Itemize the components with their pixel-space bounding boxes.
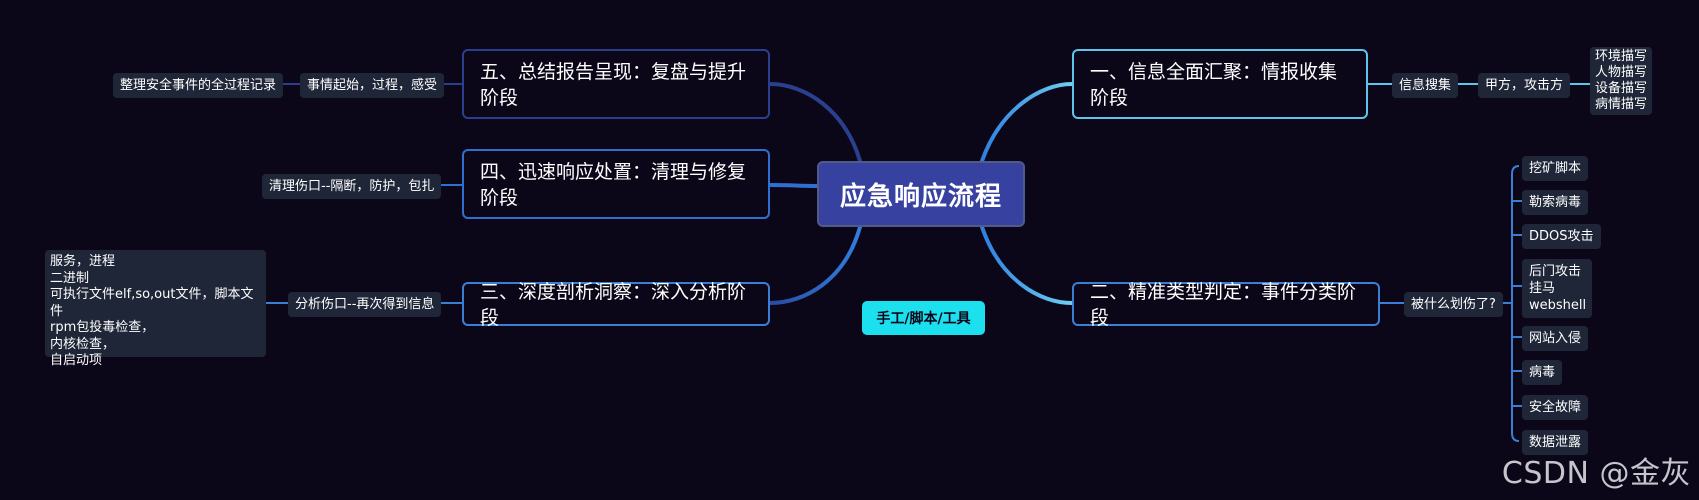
branch-analysis[interactable]: 三、深度剖析洞察：深入分析阶段: [462, 281, 770, 329]
leaf-trojan: 挂马: [1529, 281, 1556, 296]
link-root-b5: [768, 82, 862, 163]
branch-collection[interactable]: 一、信息全面汇聚：情报收集阶段: [1072, 49, 1368, 119]
leaf-people: 人物描写: [1594, 65, 1647, 80]
watermark: CSDN @金灰: [1501, 456, 1691, 491]
branch-summary[interactable]: 五、总结报告呈现：复盘与提升阶段: [462, 49, 770, 119]
b5-record[interactable]: 整理安全事件的全过程记录: [113, 73, 284, 98]
branch-analysis-label: 三、深度剖析洞察：深入分析阶段: [480, 280, 747, 329]
branch-collection-label: 一、信息全面汇聚：情报收集阶段: [1090, 60, 1338, 109]
leaf-ransomware[interactable]: 勒索病毒: [1522, 190, 1589, 215]
b3-detail-list[interactable]: 服务，进程 二进制 可执行文件elf,so,out文件，脚本文件 rpm包投毒检…: [45, 250, 266, 368]
b3-sub-analyze[interactable]: 分析伤口--再次得到信息: [288, 292, 442, 317]
leaf-ddos[interactable]: DDOS攻击: [1522, 224, 1601, 249]
branch-summary-label: 五、总结报告呈现：复盘与提升阶段: [480, 60, 747, 109]
link-root-b3: [768, 225, 862, 305]
branch-response-label: 四、迅速响应处置：清理与修复阶段: [480, 160, 747, 209]
leaf-devices: 设备描写: [1594, 81, 1647, 96]
b1-parties[interactable]: 甲方，攻击方: [1478, 73, 1571, 98]
detail-kernel: 内核检查，: [50, 336, 116, 352]
leaf-mining-script[interactable]: 挖矿脚本: [1522, 156, 1589, 181]
leaf-backdoor-group[interactable]: 后门攻击 挂马 webshell: [1522, 259, 1592, 318]
branch-classification-label: 二、精准类型判定：事件分类阶段: [1090, 280, 1357, 329]
detail-autostart: 自启动项: [50, 353, 103, 368]
leaf-environment: 环境描写: [1594, 49, 1647, 64]
b2-sub-question[interactable]: 被什么划伤了?: [1404, 292, 1503, 317]
leaf-condition: 病情描写: [1594, 97, 1647, 112]
leaf-security-failure[interactable]: 安全故障: [1522, 395, 1589, 420]
method-note: 手工/脚本/工具: [862, 301, 985, 335]
b1-description-leaves[interactable]: 环境描写 人物描写 设备描写 病情描写: [1590, 47, 1652, 115]
root-node[interactable]: 应急响应流程: [817, 161, 1025, 227]
leaf-backdoor: 后门攻击: [1529, 264, 1582, 279]
leaf-webshell: webshell: [1529, 298, 1587, 313]
branch-classification[interactable]: 二、精准类型判定：事件分类阶段: [1072, 281, 1380, 329]
leaf-data-leak[interactable]: 数据泄露: [1522, 430, 1589, 455]
link-root-b1: [980, 82, 1074, 163]
leaf-website-intrusion[interactable]: 网站入侵: [1522, 326, 1589, 351]
detail-rpm: rpm包投毒检查，: [50, 320, 155, 335]
branch-response[interactable]: 四、迅速响应处置：清理与修复阶段: [462, 149, 770, 219]
b4-sub-clean[interactable]: 清理伤口--隔断，防护，包扎: [262, 174, 442, 199]
link-root-b4: [768, 183, 819, 188]
leaf-virus[interactable]: 病毒: [1522, 360, 1563, 385]
detail-binary: 二进制: [50, 270, 90, 286]
b1-sub-info-gathering[interactable]: 信息搜集: [1392, 73, 1459, 98]
link-root-b2: [980, 225, 1074, 305]
detail-executables: 可执行文件elf,so,out文件，脚本文件: [50, 287, 254, 319]
detail-services: 服务，进程: [50, 254, 116, 269]
b5-sub-process[interactable]: 事情起始，过程，感受: [300, 73, 445, 98]
